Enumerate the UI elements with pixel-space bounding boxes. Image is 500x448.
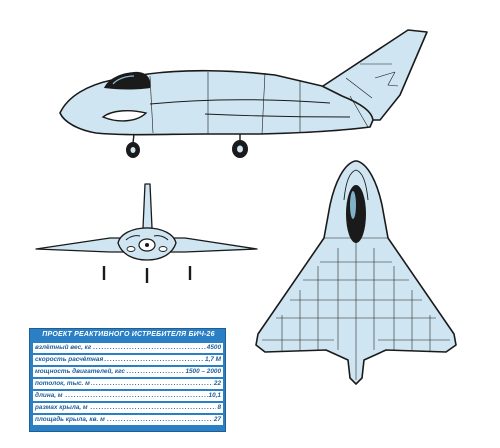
spec-row: ........................................…	[33, 379, 223, 389]
spec-row: ........................................…	[33, 415, 223, 425]
spec-row-leader-dots: ........................................…	[35, 392, 221, 399]
spec-row: ........................................…	[33, 343, 223, 353]
front-view	[35, 183, 258, 283]
spec-row-value: 27	[212, 415, 221, 425]
spec-rows: ........................................…	[33, 343, 223, 427]
side-view-air-intake	[101, 109, 148, 122]
spec-row: ........................................…	[33, 355, 223, 365]
side-view-wing-underline	[204, 113, 351, 118]
spec-row-value: 4500	[205, 343, 221, 353]
spec-row-label: взлётный вес, кг	[35, 343, 93, 353]
spec-row-value: 8	[216, 403, 221, 413]
spec-row: ........................................…	[33, 367, 223, 377]
spec-row-leader-dots: ........................................…	[35, 380, 221, 387]
spec-row-label: скорость расчётная	[35, 355, 105, 365]
top-view	[255, 160, 457, 385]
spec-table: ПРОЕКТ РЕАКТИВНОГО ИСТРЕБИТЕЛЯ БИЧ-26 ..…	[29, 328, 226, 432]
spec-row-leader-dots: ........................................…	[35, 344, 221, 351]
spec-row-label: мощность двигателей, кгс	[35, 367, 126, 377]
spec-row-leader-dots: ........................................…	[35, 416, 221, 423]
spec-row-label: размах крыла, м	[35, 403, 89, 413]
spec-row-leader-dots: ........................................…	[35, 356, 221, 363]
top-view-canopy	[346, 185, 366, 243]
front-view-landing-gear	[102, 266, 192, 283]
side-view-wing-line	[149, 99, 331, 105]
front-view-fin	[142, 183, 153, 229]
spec-row-value: 22	[212, 379, 221, 389]
spec-row-label: площадь крыла, кв. м	[35, 415, 106, 425]
spec-row-value: 10,1	[207, 391, 221, 401]
spec-row-value: 1500 – 2000	[184, 367, 221, 377]
side-view-canopy	[104, 71, 151, 90]
side-view-landing-gear	[126, 133, 248, 158]
side-view-canopy-highlight	[112, 75, 135, 85]
spec-row: ........................................…	[33, 391, 223, 401]
spec-table-title: ПРОЕКТ РЕАКТИВНОГО ИСТРЕБИТЕЛЯ БИЧ-26	[42, 331, 215, 338]
spec-row-label: потолок, тыс. м	[35, 379, 91, 389]
spec-row-label: длина, м	[35, 391, 64, 401]
spec-row-leader-dots: ........................................…	[35, 404, 221, 411]
side-view	[59, 29, 428, 158]
spec-row: ........................................…	[33, 403, 223, 413]
spec-row-value: 1,7 М	[204, 355, 221, 365]
spec-row-leader-dots: ........................................…	[35, 368, 221, 375]
